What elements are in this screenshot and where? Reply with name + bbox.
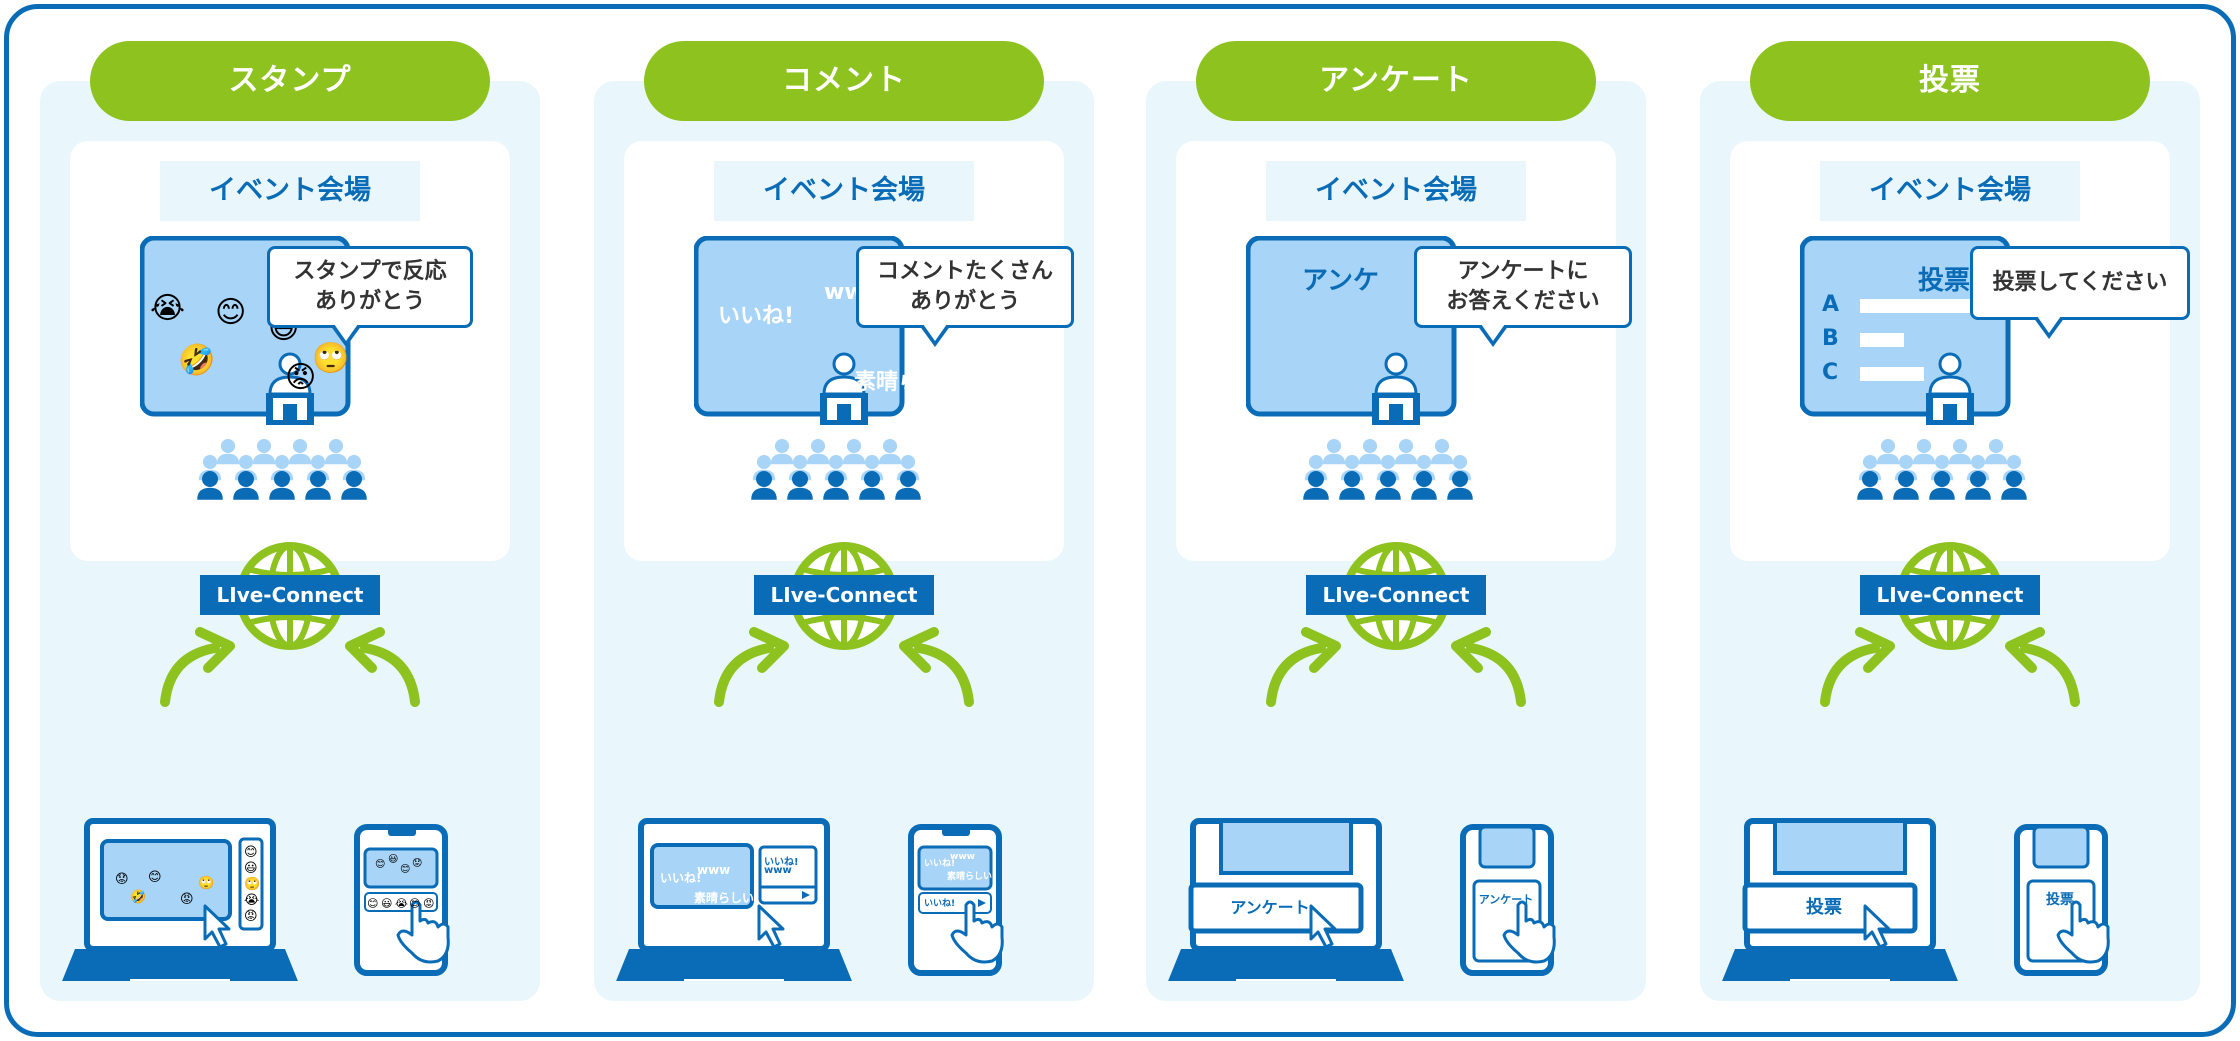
emoji-angry: 😡 <box>285 360 317 395</box>
stamp-panel: スタンプ イベント会場 😭 😊 😃 🤣 😡 🙄 スタンプで反応 ありがとう LI… <box>40 41 540 1001</box>
audience-devices: 😟 😊 🤣 😡 🙄 😊 😃 🙄 😭 😡 😊 😃 😊 😟 😊 😃 😭 😊 😡 <box>40 721 540 981</box>
emoji-smile: 😊 <box>215 295 247 330</box>
laptop-side-comment: www <box>764 865 792 876</box>
phone-row-emoji: 😊 <box>367 897 379 910</box>
globe-and-arrows <box>714 542 974 707</box>
speech-bubble: スタンプで反応 ありがとう <box>267 246 473 347</box>
speech-bubble: アンケートに お答えください <box>1414 246 1632 347</box>
phone-row-emoji: 😭 <box>395 897 408 910</box>
stage-scene: いいね! www 素晴らしい! コメントたくさん ありがとう <box>694 236 1074 506</box>
laptop-emoji: 🙄 <box>198 876 215 891</box>
network-hub: LIve-Connect <box>594 536 1094 736</box>
laptop-emoji: 🤣 <box>130 890 147 905</box>
survey-title-pill: アンケート <box>1196 41 1596 121</box>
stage-screen-and-audience <box>1246 236 1473 500</box>
audience-devices: いいね! www 素晴らしい! いいね! www いいね! www 素晴らしい!… <box>594 721 1094 981</box>
laptop-emoji: 😡 <box>180 892 194 907</box>
screen-vote-title: 投票 <box>1918 266 1971 296</box>
phone-comment: www <box>950 852 975 862</box>
vote-option-letter: C <box>1822 360 1839 385</box>
laptop-vote-button-label: 投票 <box>1806 897 1842 918</box>
phone-row-emoji: 😊 <box>409 897 421 910</box>
phone-input-text: いいね! <box>924 899 956 909</box>
vote-panel: 投票 イベント会場 投票 A B C 投票してください LIve-Connect… <box>1700 41 2200 1001</box>
laptop-and-phone <box>1168 818 1556 981</box>
globe-and-arrows <box>1820 542 2080 707</box>
globe-and-arrows <box>160 542 420 707</box>
live-connect-label: LIve-Connect <box>1306 575 1486 615</box>
laptop-side-emoji: 😭 <box>244 893 260 908</box>
laptop-and-phone <box>1722 818 2110 981</box>
audience-devices: アンケート アンケート <box>1146 721 1646 981</box>
network-hub: LIve-Connect <box>40 536 540 736</box>
laptop-emoji: 😊 <box>148 870 162 885</box>
speech-bubble: 投票してください <box>1970 246 2190 339</box>
phone-comment: いいね! <box>924 859 956 869</box>
emoji-crying: 😭 <box>150 291 186 326</box>
stamp-title-pill: スタンプ <box>90 41 490 121</box>
laptop-and-phone <box>616 818 1004 981</box>
laptop-side-emoji: 😃 <box>244 861 258 876</box>
vote-option-letter: B <box>1822 326 1839 351</box>
survey-panel: アンケート イベント会場 アンケ アンケートに お答えください LIve-Con… <box>1146 41 1646 1001</box>
venue-label: イベント会場 <box>160 161 420 221</box>
laptop-side-emoji: 😡 <box>244 909 258 924</box>
laptop-and-phone <box>62 818 450 981</box>
globe-and-arrows <box>1266 542 1526 707</box>
laptop-side-emoji: 😊 <box>244 845 258 860</box>
phone-vote-button-label: 投票 <box>2046 892 2074 908</box>
stage-scene: 投票 A B C 投票してください <box>1800 236 2190 506</box>
stage-screen-and-audience <box>694 236 921 500</box>
laptop-survey-button-label: アンケート <box>1230 898 1310 917</box>
vote-title-pill: 投票 <box>1750 41 2150 121</box>
event-venue-card: イベント会場 投票 A B C 投票してください <box>1730 141 2190 561</box>
phone-emoji: 😟 <box>412 858 423 869</box>
phone-comment: 素晴らしい! <box>947 872 997 882</box>
network-hub: LIve-Connect <box>1146 536 1646 736</box>
screen-survey-title: アンケ <box>1302 266 1379 296</box>
network-hub: LIve-Connect <box>1700 536 2200 736</box>
screen-comment: 素晴らしい! <box>854 370 975 395</box>
stage-screen-and-audience <box>1800 236 2027 500</box>
laptop-side-comment: いいね! <box>764 857 799 868</box>
event-venue-card: イベント会場 いいね! www 素晴らしい! コメントたくさん ありがとう <box>624 141 1074 561</box>
laptop-side-emoji: 🙄 <box>244 877 261 892</box>
laptop-emoji: 😟 <box>115 872 129 887</box>
speech-bubble: コメントたくさん ありがとう <box>856 246 1074 347</box>
emoji-rofl: 🤣 <box>178 343 216 378</box>
phone-emoji: 😊 <box>400 864 411 875</box>
live-connect-label: LIve-Connect <box>200 575 380 615</box>
phone-survey-button-label: アンケート <box>1478 893 1534 906</box>
laptop-comment: いいね! <box>660 871 702 885</box>
venue-label: イベント会場 <box>1820 161 2080 221</box>
event-venue-card: イベント会場 😭 😊 😃 🤣 😡 🙄 スタンプで反応 ありがとう <box>70 141 510 561</box>
live-connect-label: LIve-Connect <box>754 575 934 615</box>
vote-option-letter: A <box>1822 292 1840 317</box>
stage-scene: 😭 😊 😃 🤣 😡 🙄 スタンプで反応 ありがとう <box>140 236 473 506</box>
stage-scene: アンケ アンケートに お答えください <box>1246 236 1632 506</box>
comment-panel: コメント イベント会場 いいね! www 素晴らしい! コメントたくさん ありが… <box>594 41 1094 1001</box>
event-venue-card: イベント会場 アンケ アンケートに お答えください <box>1176 141 1632 561</box>
audience-devices: 投票 投票 <box>1700 721 2200 981</box>
emoji-eyeroll: 🙄 <box>312 341 350 376</box>
laptop-comment: 素晴らしい! <box>694 891 760 905</box>
live-connect-label: LIve-Connect <box>1860 575 2040 615</box>
comment-title-pill: コメント <box>644 41 1044 121</box>
laptop-comment: www <box>697 863 731 877</box>
phone-row-emoji: 😡 <box>423 897 435 910</box>
venue-label: イベント会場 <box>1266 161 1526 221</box>
venue-label: イベント会場 <box>714 161 974 221</box>
screen-comment: いいね! <box>718 304 795 329</box>
phone-emoji: 😃 <box>388 854 399 865</box>
phone-row-emoji: 😃 <box>381 897 393 910</box>
phone-emoji: 😊 <box>375 859 386 870</box>
